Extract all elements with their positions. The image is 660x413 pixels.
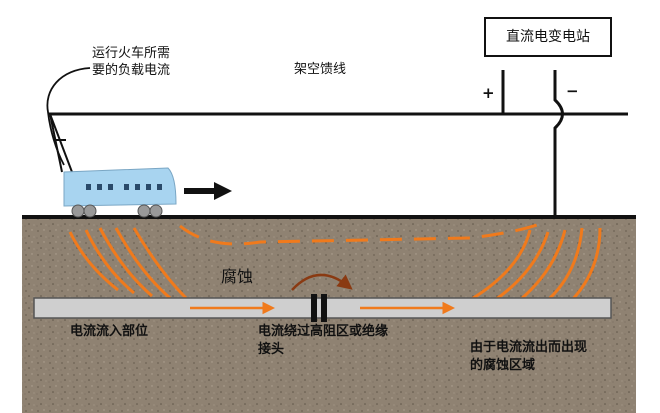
current-path	[84, 229, 135, 295]
current-path	[98, 227, 153, 298]
negative-lead	[553, 70, 564, 217]
bypass-label-line1: 电流绕过高阻区或绝缘	[258, 324, 389, 339]
train-body	[63, 167, 177, 207]
train-wheel	[149, 204, 163, 218]
train-window	[124, 184, 129, 190]
train-window	[146, 184, 151, 190]
minus-sign: −	[566, 82, 579, 100]
exit-current-paths	[469, 227, 602, 302]
train-window	[97, 184, 102, 190]
current-path	[469, 229, 532, 302]
load-current-label-line1: 运行火车所需	[92, 46, 171, 61]
current-path	[494, 231, 550, 302]
bypass-arc	[291, 273, 353, 291]
train	[63, 167, 177, 218]
train-wheel	[137, 204, 151, 218]
callout-pointer	[46, 67, 91, 166]
exit-label-line1: 由于电流流出而出现	[470, 340, 588, 355]
corrosion-label: 腐蚀	[221, 267, 254, 286]
current-path	[519, 229, 567, 302]
pantograph	[49, 113, 73, 173]
load-current-label-line2: 要的负载电流	[92, 63, 171, 78]
exit-label-line2: 的腐蚀区域	[470, 358, 536, 373]
current-path	[68, 231, 119, 292]
entry-label: 电流流入部位	[70, 324, 149, 339]
train-window	[157, 184, 162, 190]
substation-box	[484, 17, 612, 57]
current-path	[570, 227, 602, 302]
entry-current-paths	[68, 227, 188, 300]
return-current-dashed	[179, 220, 546, 246]
insulating-joint-left	[311, 294, 317, 322]
train-wheel	[71, 204, 85, 218]
plus-sign: +	[482, 84, 495, 102]
current-path	[132, 227, 188, 300]
substation-label: 直流电变电站	[506, 29, 590, 45]
train-window	[86, 184, 91, 190]
feeder-label: 架空馈线	[294, 62, 347, 77]
current-path	[114, 227, 171, 300]
train-window	[108, 184, 113, 190]
train-wheel	[83, 204, 97, 218]
train-window	[135, 184, 140, 190]
direction-arrow	[184, 182, 232, 200]
bypass-label-line2: 接头	[258, 342, 285, 357]
insulating-joint-right	[321, 294, 327, 322]
current-path	[546, 227, 584, 302]
